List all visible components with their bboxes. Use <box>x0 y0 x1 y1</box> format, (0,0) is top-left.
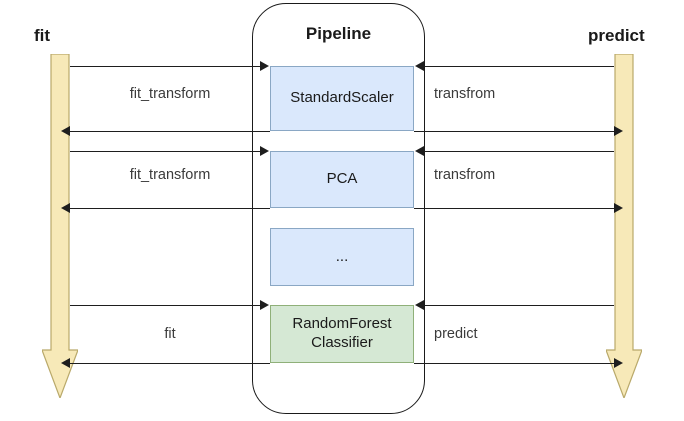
pipeline-title: Pipeline <box>305 24 372 43</box>
connector-line-predict-to-randomforest <box>424 305 614 306</box>
arrowhead-right-icon <box>614 126 623 136</box>
stage-ellipsis[interactable]: ... <box>270 228 414 286</box>
connector-line-predict-to-standardscaler <box>424 66 614 67</box>
arrowhead-left-icon <box>61 203 70 213</box>
stage-label: ... <box>335 247 349 265</box>
stage-label: StandardScaler <box>290 89 394 107</box>
connector-caption-fit-standardscaler: fit_transform <box>129 86 211 102</box>
connector-caption-predict-randomforest: predict <box>434 326 478 342</box>
arrowhead-left-icon <box>415 300 424 310</box>
stage-randomforestclassifier[interactable]: RandomForest Classifier <box>270 305 414 363</box>
stage-standardscaler[interactable]: StandardScaler <box>270 66 414 131</box>
connector-line-standardscaler-to-fit <box>70 131 270 132</box>
connector-line-predict-to-pca <box>424 151 614 152</box>
stage-label: RandomForest Classifier <box>292 315 392 351</box>
connector-caption-fit-randomforest: fit <box>164 326 176 342</box>
connector-line-randomforest-to-fit <box>70 363 270 364</box>
stage-pca[interactable]: PCA <box>270 151 414 208</box>
connector-line-fit-to-randomforest <box>70 305 260 306</box>
arrowhead-right-icon <box>260 61 269 71</box>
arrowhead-left-icon <box>415 146 424 156</box>
stage-label: PCA <box>326 170 358 188</box>
connector-caption-predict-pca: transfrom <box>434 167 496 183</box>
arrowhead-left-icon <box>415 61 424 71</box>
connector-line-fit-to-standardscaler <box>70 66 260 67</box>
arrowhead-right-icon <box>260 300 269 310</box>
fit-flow-arrow <box>42 54 78 398</box>
arrowhead-right-icon <box>614 203 623 213</box>
arrowhead-right-icon <box>260 146 269 156</box>
connector-line-randomforest-to-predict <box>414 363 614 364</box>
connector-line-pca-to-fit <box>70 208 270 209</box>
predict-flow-title: predict <box>588 26 645 45</box>
arrowhead-right-icon <box>614 358 623 368</box>
connector-line-fit-to-pca <box>70 151 260 152</box>
fit-flow-title: fit <box>34 26 51 45</box>
connector-caption-fit-pca: fit_transform <box>129 167 211 183</box>
connector-line-standardscaler-to-predict <box>414 131 614 132</box>
predict-flow-arrow <box>606 54 642 398</box>
connector-line-pca-to-predict <box>414 208 614 209</box>
connector-caption-predict-standardscaler: transfrom <box>434 86 496 102</box>
arrowhead-left-icon <box>61 358 70 368</box>
arrowhead-left-icon <box>61 126 70 136</box>
